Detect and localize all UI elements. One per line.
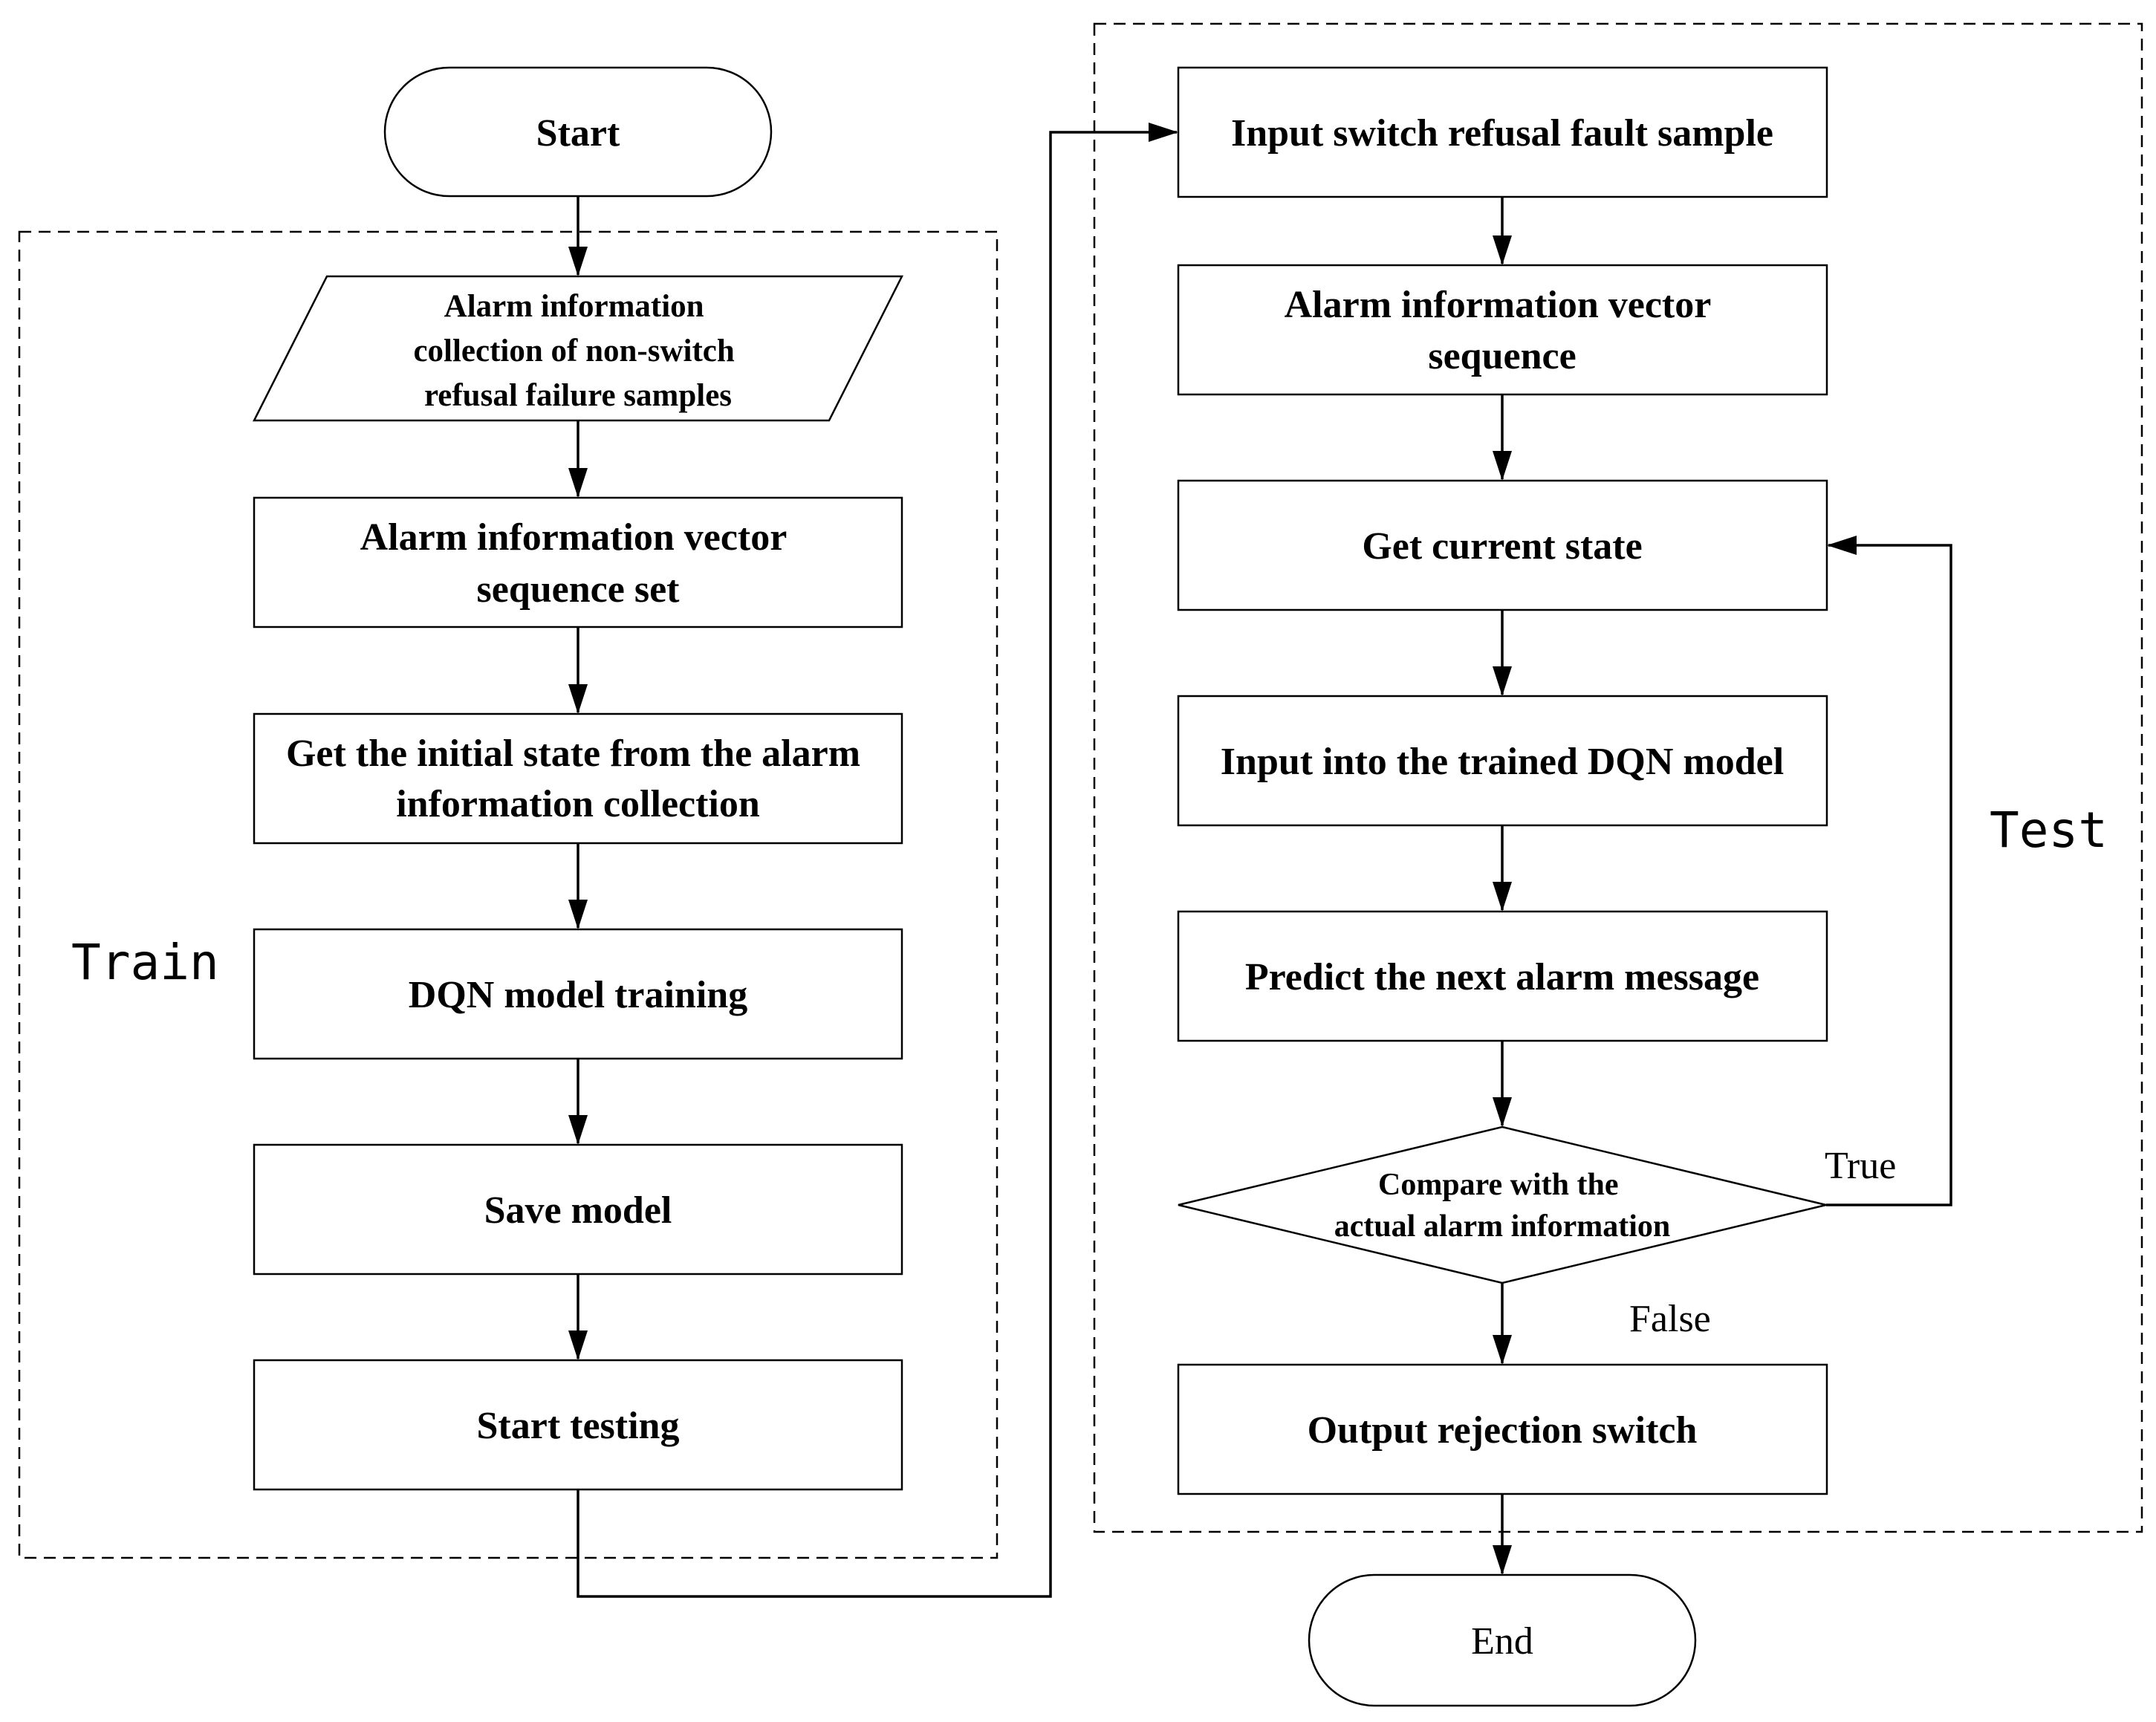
- test-group-box: [1093, 22, 2143, 1533]
- train-step-text: Get the initial state from the alarm inf…: [286, 732, 870, 825]
- train-step-vector-set: Alarm information vector sequence set: [253, 496, 903, 628]
- true-label: True: [1825, 1145, 1896, 1187]
- train-step-line: information collection: [396, 783, 760, 825]
- train-step-dqn-training: DQN model training: [253, 928, 903, 1060]
- train-input-parallelogram: Alarm information collection of non-swit…: [252, 275, 904, 422]
- train-input-line: Alarm information: [444, 289, 704, 324]
- train-step-text: Save model: [484, 1189, 672, 1232]
- test-step-text: Predict the next alarm message: [1245, 956, 1759, 998]
- test-step-current-state: Get current state: [1177, 479, 1828, 611]
- train-step-text: DQN model training: [409, 974, 747, 1016]
- test-step-input-sample: Input switch refusal fault sample: [1177, 66, 1828, 198]
- start-label: Start: [536, 112, 620, 155]
- test-label: Test: [1990, 802, 2108, 859]
- test-step-text: Input switch refusal fault sample: [1231, 112, 1773, 155]
- train-step-initial-state: Get the initial state from the alarm inf…: [253, 712, 903, 845]
- test-step-text: Alarm information vector sequence: [1285, 284, 1721, 377]
- decision-line: actual alarm information: [1334, 1209, 1671, 1244]
- train-step-line: Alarm information vector: [360, 516, 787, 559]
- train-input-line: collection of non-switch: [413, 334, 734, 368]
- start-terminator: Start: [383, 66, 773, 198]
- decision-line: Compare with the: [1378, 1168, 1619, 1202]
- test-step-line: sequence: [1428, 335, 1576, 377]
- train-step-text: Start testing: [477, 1405, 680, 1447]
- decision-compare: Compare with the actual alarm informatio…: [1178, 1125, 1827, 1284]
- false-label: False: [1629, 1298, 1711, 1340]
- train-step-save-model: Save model: [253, 1143, 903, 1276]
- test-step-line: Alarm information vector: [1285, 284, 1711, 326]
- test-output-box: Output rejection switch: [1177, 1363, 1828, 1495]
- test-step-vector-sequence: Alarm information vector sequence: [1177, 264, 1828, 396]
- train-step-line: Get the initial state from the alarm: [286, 732, 860, 775]
- train-input-line: refusal failure samples: [424, 378, 732, 413]
- test-output-text: Output rejection switch: [1308, 1409, 1698, 1452]
- train-input-text: Alarm information collection of non-swit…: [413, 289, 742, 413]
- loop-true-to-state: [1826, 536, 1952, 1206]
- train-step-text: Alarm information vector sequence set: [360, 516, 796, 611]
- train-group-box: [18, 230, 999, 1559]
- end-terminator: End: [1308, 1573, 1697, 1707]
- end-label: End: [1471, 1620, 1533, 1663]
- train-step-line: sequence set: [477, 568, 681, 611]
- test-step-predict: Predict the next alarm message: [1177, 910, 1828, 1042]
- connector-train-to-test: [577, 123, 1178, 1598]
- test-step-text: Get current state: [1362, 525, 1642, 568]
- train-label: Train: [71, 934, 219, 991]
- test-step-dqn-input: Input into the trained DQN model: [1177, 695, 1828, 827]
- decision-text: Compare with the actual alarm informatio…: [1334, 1168, 1671, 1244]
- train-step-start-testing: Start testing: [253, 1359, 903, 1491]
- test-step-text: Input into the trained DQN model: [1221, 741, 1784, 783]
